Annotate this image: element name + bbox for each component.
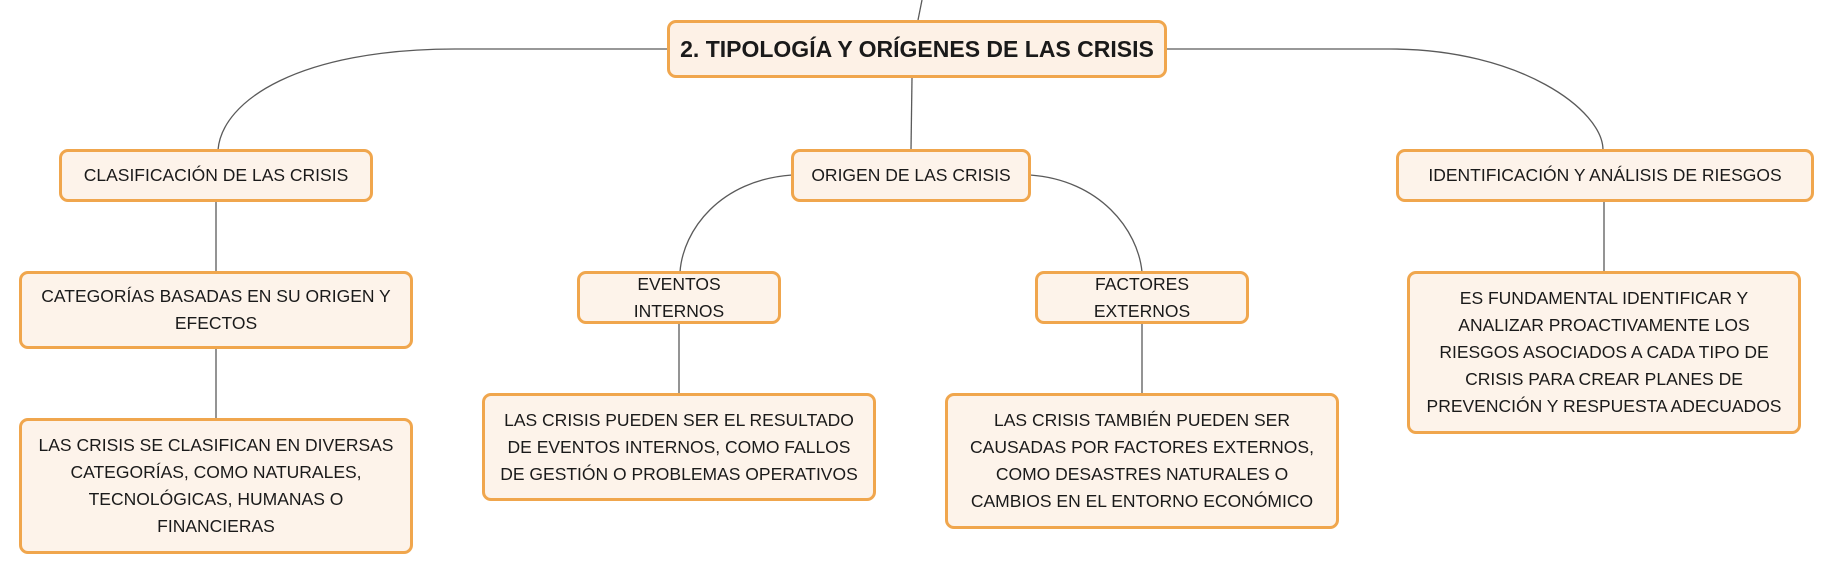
- node-clasificacion-detail[interactable]: LAS CRISIS SE CLASIFICAN EN DIVERSAS CAT…: [19, 418, 413, 554]
- node-externos-detail[interactable]: LAS CRISIS TAMBIÉN PUEDEN SER CAUSADAS P…: [945, 393, 1339, 529]
- connector-root-to-clasificacion: [217, 48, 667, 151]
- node-identificacion-detail[interactable]: ES FUNDAMENTAL IDENTIFICAR Y ANALIZAR PR…: [1407, 271, 1801, 434]
- node-origen[interactable]: ORIGEN DE LAS CRISIS: [791, 149, 1031, 202]
- connector-origen-to-externos: [1029, 174, 1143, 273]
- connector-root-to-origen: [910, 77, 913, 151]
- node-categorias[interactable]: CATEGORÍAS BASADAS EN SU ORIGEN Y EFECTO…: [19, 271, 413, 349]
- node-internos-detail[interactable]: LAS CRISIS PUEDEN SER EL RESULTADO DE EV…: [482, 393, 876, 501]
- node-clasificacion[interactable]: CLASIFICACIÓN DE LAS CRISIS: [59, 149, 373, 202]
- node-factores-externos[interactable]: FACTORES EXTERNOS: [1035, 271, 1249, 324]
- root-node[interactable]: 2. TIPOLOGÍA Y ORÍGENES DE LAS CRISIS: [667, 20, 1167, 78]
- connector-root-incoming: [917, 0, 923, 21]
- node-identificacion[interactable]: IDENTIFICACIÓN Y ANÁLISIS DE RIESGOS: [1396, 149, 1814, 202]
- connector-origen-to-internos: [679, 174, 793, 273]
- connector-root-to-identificacion: [1167, 48, 1604, 151]
- node-eventos-internos[interactable]: EVENTOS INTERNOS: [577, 271, 781, 324]
